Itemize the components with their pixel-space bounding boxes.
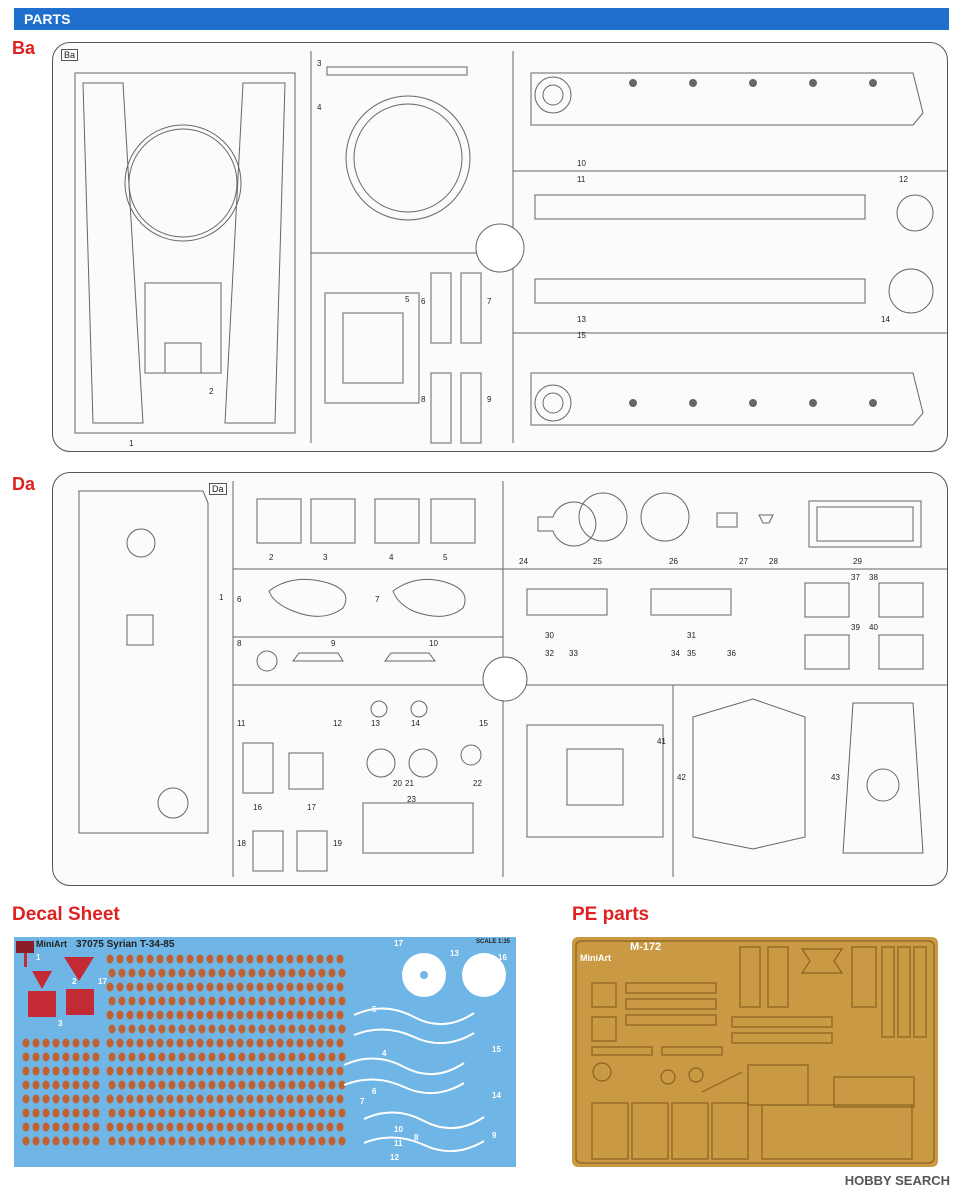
decal-number: 2 (72, 977, 77, 986)
part-number: 31 (687, 631, 696, 640)
part-number: 8 (237, 639, 242, 648)
sprue-ba-drawing (74, 51, 947, 444)
part-number: 18 (237, 839, 246, 848)
part-number: 15 (479, 719, 488, 728)
part-number: 34 (671, 649, 680, 658)
part-number: 14 (411, 719, 420, 728)
part-number: 16 (253, 803, 262, 812)
part-number: 27 (739, 557, 748, 566)
part-number: 19 (333, 839, 342, 848)
pe-drawing (575, 940, 935, 1164)
sprue-ba-tag: Ba (61, 49, 79, 61)
section-pe-title: PE parts (572, 904, 650, 925)
decal-number: 8 (414, 1133, 419, 1142)
decal-number: 3 (58, 1019, 63, 1028)
part-number: 13 (577, 315, 586, 324)
part-number: 10 (429, 639, 438, 648)
decal-number: 10 (394, 1125, 403, 1134)
pe-brand: MiniArt (580, 953, 611, 963)
decal-drawing (16, 941, 506, 1153)
decal-number: 17 (98, 977, 107, 986)
decal-sheet: MiniArt 37075 Syrian T-34-85 SCALE 1:35 … (14, 937, 516, 1167)
decal-number: 11 (394, 1139, 403, 1148)
part-number: 35 (687, 649, 696, 658)
part-number: 3 (317, 59, 322, 68)
pe-sheet: M-172 MiniArt (572, 937, 938, 1167)
part-number: 30 (545, 631, 554, 640)
part-number: 42 (677, 773, 686, 782)
decal-number: 9 (492, 1131, 497, 1140)
part-number: 4 (317, 103, 322, 112)
decal-number: 1 (36, 953, 41, 962)
part-number: 15 (577, 331, 586, 340)
part-number: 11 (577, 175, 586, 184)
part-number: 24 (519, 557, 528, 566)
part-number: 8 (421, 395, 426, 404)
decal-number: 4 (382, 1049, 387, 1058)
part-number: 2 (269, 553, 274, 562)
part-number: 17 (307, 803, 316, 812)
decal-number: 13 (450, 949, 459, 958)
part-number: 14 (881, 315, 890, 324)
part-number: 12 (899, 175, 908, 184)
part-number: 6 (421, 297, 426, 306)
part-number: 29 (853, 557, 862, 566)
decal-scale: SCALE 1:35 (476, 939, 511, 945)
decal-number: 14 (492, 1091, 501, 1100)
section-da-title: Da (12, 474, 36, 494)
part-number: 33 (569, 649, 578, 658)
part-number: 1 (219, 593, 224, 602)
part-number: 13 (371, 719, 380, 728)
sprue-ba: Ba 1 2 3 4 5 6 7 8 9 10 11 12 13 14 15 (52, 42, 948, 452)
part-number: 4 (389, 553, 394, 562)
decal-title: 37075 Syrian T-34-85 (76, 939, 175, 950)
part-number: 9 (331, 639, 336, 648)
sprue-da-drawing (78, 481, 947, 877)
part-number: 37 (851, 573, 860, 582)
hobby-search-watermark: HOBBY SEARCH (845, 1173, 950, 1188)
part-number: 9 (487, 395, 492, 404)
decal-brand: MiniArt (36, 939, 67, 949)
watermark-text: HOBBY SEARCH (844, 1173, 950, 1188)
section-ba-title: Ba (12, 38, 36, 58)
part-number: 40 (869, 623, 878, 632)
header-bar: PARTS (14, 8, 949, 30)
decal-number: 7 (360, 1097, 365, 1106)
part-number: 6 (237, 595, 242, 604)
part-number: 21 (405, 779, 414, 788)
sprue-da: Da 1 2 3 4 5 6 7 8 9 10 11 12 13 14 15 1… (52, 472, 948, 886)
part-number: 7 (375, 595, 380, 604)
part-number: 23 (407, 795, 416, 804)
part-number: 3 (323, 553, 328, 562)
part-number: 36 (727, 649, 736, 658)
sprue-da-tag: Da (209, 483, 227, 495)
part-number: 41 (657, 737, 666, 746)
header-title: PARTS (24, 11, 71, 27)
pe-code: M-172 (630, 941, 662, 953)
decal-number: 15 (492, 1045, 501, 1054)
section-decal-title: Decal Sheet (12, 904, 120, 925)
part-number: 2 (209, 387, 214, 396)
decal-number: 5 (372, 1005, 377, 1014)
part-number: 43 (831, 773, 840, 782)
decal-number: 12 (390, 1153, 399, 1162)
part-number: 25 (593, 557, 602, 566)
part-number: 28 (769, 557, 778, 566)
part-number: 22 (473, 779, 482, 788)
part-number: 7 (487, 297, 492, 306)
part-number: 39 (851, 623, 860, 632)
decal-number: 16 (498, 953, 507, 962)
part-number: 26 (669, 557, 678, 566)
part-number: 5 (405, 295, 410, 304)
part-number: 38 (869, 573, 878, 582)
decal-number: 17 (394, 939, 403, 948)
part-number: 11 (237, 719, 246, 728)
part-number: 5 (443, 553, 448, 562)
part-number: 20 (393, 779, 402, 788)
part-number: 1 (129, 439, 134, 448)
part-number: 12 (333, 719, 342, 728)
part-number: 10 (577, 159, 586, 168)
part-number: 32 (545, 649, 554, 658)
decal-number: 6 (372, 1087, 377, 1096)
